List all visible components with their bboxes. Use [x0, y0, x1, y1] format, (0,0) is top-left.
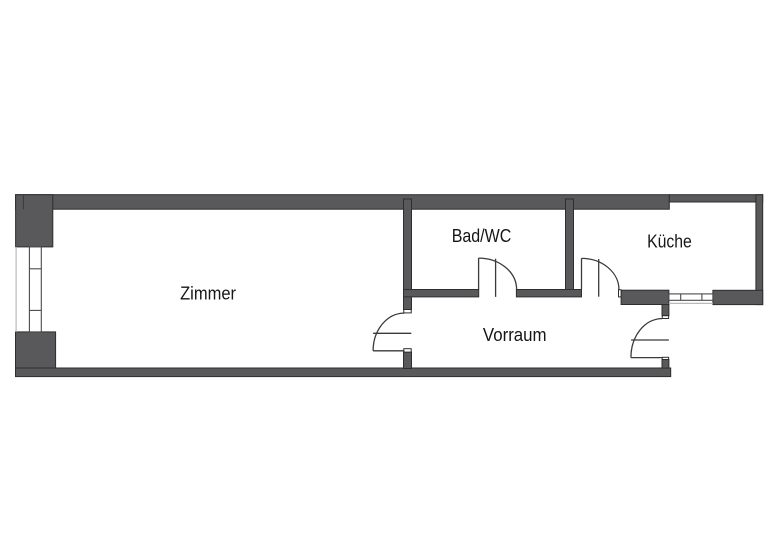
svg-text:Küche: Küche [647, 231, 692, 252]
svg-text:Vorraum: Vorraum [483, 324, 547, 345]
svg-text:Bad/WC: Bad/WC [452, 225, 512, 246]
svg-text:Zimmer: Zimmer [180, 282, 236, 303]
